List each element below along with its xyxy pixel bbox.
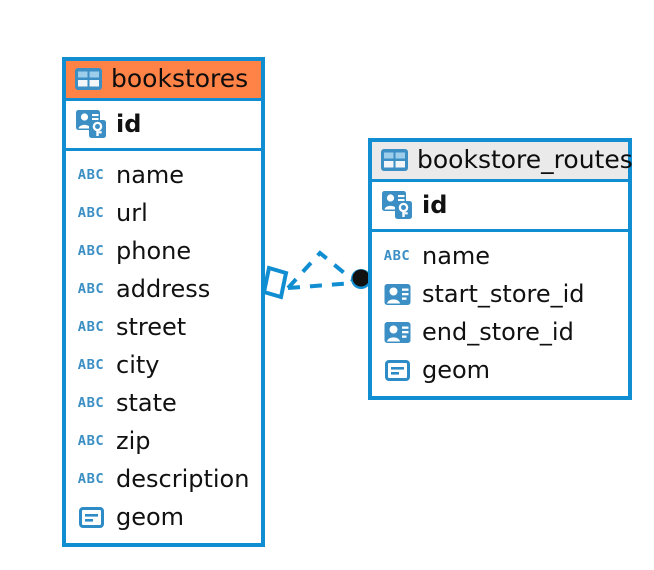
entity-title: bookstores [111, 64, 249, 93]
geometry-type-icon [75, 506, 107, 528]
text-type-icon: ABC [383, 247, 411, 264]
field-name: geom [422, 356, 491, 385]
text-type-icon: ABC [77, 394, 105, 411]
text-type-icon: ABC [77, 242, 105, 259]
field-row-geom[interactable]: geom [75, 498, 253, 536]
primary-key-icon [381, 190, 413, 220]
entity-title: bookstore_routes [417, 145, 633, 174]
entity-field-list[interactable]: ABC name start_store_id [372, 232, 628, 397]
geometry-type-icon [381, 359, 413, 381]
field-row-state[interactable]: ABC state [75, 384, 253, 422]
field-row-street[interactable]: ABC street [75, 308, 253, 346]
field-name: name [116, 161, 185, 190]
field-name: state [116, 389, 177, 418]
field-row-name[interactable]: ABC name [75, 156, 253, 194]
field-name: street [116, 313, 187, 342]
entity-header-bookstore-routes[interactable]: bookstore_routes [372, 142, 633, 180]
text-type-icon: ABC [77, 356, 105, 373]
field-row-url[interactable]: ABC url [75, 194, 253, 232]
text-type-icon: ABC [77, 166, 105, 183]
rhombus-marker-icon [261, 265, 289, 300]
field-name: geom [116, 503, 185, 532]
entity-table-bookstore-routes[interactable]: bookstore_routes [368, 138, 633, 401]
entity-primary-key-section[interactable]: id [372, 179, 628, 233]
field-row-geom[interactable]: geom [381, 351, 620, 389]
field-row-name[interactable]: ABC name [381, 237, 620, 275]
field-row-start-store-id[interactable]: start_store_id [381, 275, 620, 313]
text-type-icon: ABC [77, 432, 105, 449]
entity-table-bookstores[interactable]: bookstores [62, 57, 265, 548]
entity-field-list[interactable]: ABC name ABC url ABC phone ABC address A… [66, 151, 261, 544]
text-type-icon: ABC [77, 318, 105, 335]
field-name: start_store_id [422, 280, 585, 309]
text-type-icon: ABC [77, 470, 105, 487]
entity-header-bookstores[interactable]: bookstores [66, 61, 261, 99]
field-row-phone[interactable]: ABC phone [75, 232, 253, 270]
text-type-icon: ABC [77, 204, 105, 221]
field-name: zip [116, 427, 151, 456]
field-name: id [116, 110, 142, 139]
field-name: url [116, 199, 148, 228]
connector-line-lower [287, 281, 355, 290]
entity-primary-key-section[interactable]: id [66, 98, 261, 152]
field-row-zip[interactable]: ABC zip [75, 422, 253, 460]
foreign-key-icon [381, 283, 413, 306]
field-name: city [116, 351, 160, 380]
field-row-description[interactable]: ABC description [75, 460, 253, 498]
table-icon [381, 149, 408, 172]
text-type-icon: ABC [77, 280, 105, 297]
table-icon [75, 68, 102, 91]
field-name: name [422, 242, 491, 271]
field-name: address [116, 275, 211, 304]
foreign-key-icon [381, 321, 413, 344]
primary-key-icon [75, 109, 107, 139]
field-row-end-store-id[interactable]: end_store_id [381, 313, 620, 351]
field-row-id[interactable]: id [75, 105, 253, 143]
field-row-address[interactable]: ABC address [75, 270, 253, 308]
field-name: phone [116, 237, 192, 266]
field-name: description [116, 465, 250, 494]
field-name: id [422, 191, 448, 220]
field-name: end_store_id [422, 318, 574, 347]
field-row-city[interactable]: ABC city [75, 346, 253, 384]
field-row-id[interactable]: id [381, 186, 620, 224]
connector-line-upper [286, 250, 356, 290]
